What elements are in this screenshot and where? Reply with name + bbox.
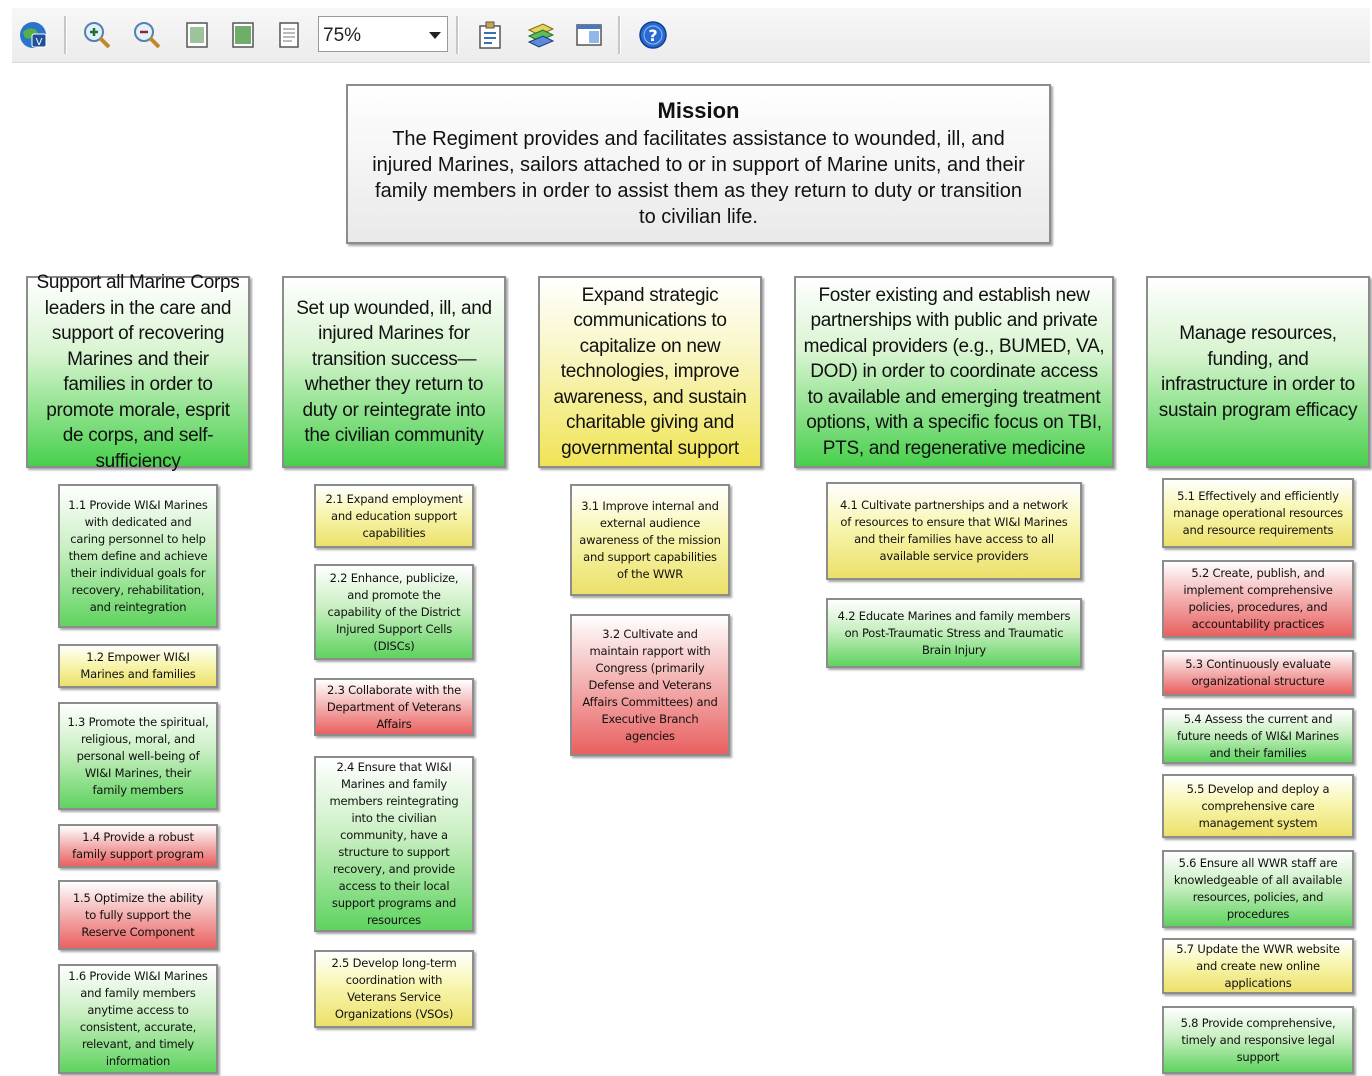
task-text: 1.3 Promote the spiritual, religious, mo… [67,714,209,797]
goal-box: Support all Marine Corps leaders in the … [26,272,250,472]
task-text: 2.1 Expand employment and education supp… [325,491,463,540]
goal-text: Support all Marine Corps leaders in the … [36,272,240,472]
task-box: 2.3 Collaborate with the Department of V… [314,678,474,736]
toolbar-separator [456,16,459,54]
zoom-value: 75% [323,25,362,46]
task-text: 3.2 Cultivate and maintain rapport with … [582,626,718,743]
task-text: 1.4 Provide a robust family support prog… [72,830,204,861]
fit-width-icon[interactable] [228,20,258,50]
task-text: 2.4 Ensure that WI&I Marines and family … [329,760,459,927]
task-box: 5.6 Ensure all WWR staff are knowledgeab… [1162,850,1354,928]
goal-text: Expand strategic communications to capit… [553,284,747,459]
task-box: 2.2 Enhance, publicize, and promote the … [314,564,474,660]
task-box: 5.3 Continuously evaluate organizational… [1162,650,1354,696]
task-box: 5.4 Assess the current and future needs … [1162,708,1354,764]
goal-text: Set up wounded, ill, and injured Marines… [296,297,492,447]
actual-size-icon[interactable] [274,20,304,50]
mission-box: Mission The Regiment provides and facili… [346,84,1051,244]
task-text: 3.1 Improve internal and external audien… [579,498,721,581]
pan-zoom-window-icon[interactable] [574,20,604,50]
task-box: 5.1 Effectively and efficiently manage o… [1162,478,1354,548]
task-text: 5.6 Ensure all WWR staff are knowledgeab… [1173,856,1343,921]
toolbar-separator [64,16,67,54]
zoom-out-icon[interactable] [132,20,162,50]
svg-text:?: ? [648,26,657,45]
layers-icon[interactable] [526,20,556,50]
zoom-select[interactable]: 75% [318,16,448,52]
goal-text: Foster existing and establish new partne… [803,284,1105,459]
task-box: 1.4 Provide a robust family support prog… [58,824,218,868]
task-text: 2.2 Enhance, publicize, and promote the … [327,570,461,653]
task-text: 5.3 Continuously evaluate organizational… [1185,657,1331,688]
goal-box: Foster existing and establish new partne… [794,276,1114,468]
task-box: 1.1 Provide WI&I Marines with dedicated … [58,484,218,628]
task-text: 1.1 Provide WI&I Marines with dedicated … [68,497,208,614]
task-text: 1.2 Empower WI&I Marines and families [80,650,196,681]
task-text: 2.5 Develop long-term coordination with … [331,956,457,1021]
goal-text: Manage resources, funding, and infrastru… [1158,323,1358,421]
help-icon[interactable]: ? [638,20,668,50]
task-box: 5.2 Create, publish, and implement compr… [1162,560,1354,638]
task-box: 1.3 Promote the spiritual, religious, mo… [58,702,218,810]
task-box: 5.8 Provide comprehensive, timely and re… [1162,1006,1354,1074]
goal-box: Expand strategic communications to capit… [538,276,762,468]
task-box: 2.4 Ensure that WI&I Marines and family … [314,756,474,932]
task-box: 3.1 Improve internal and external audien… [570,484,730,596]
chevron-down-icon[interactable] [429,32,441,39]
task-box: 4.2 Educate Marines and family members o… [826,598,1082,668]
task-text: 5.7 Update the WWR website and create ne… [1176,941,1340,990]
task-text: 5.1 Effectively and efficiently manage o… [1173,488,1343,537]
zoom-in-icon[interactable] [82,20,112,50]
fit-page-icon[interactable] [182,20,212,50]
goal-box: Set up wounded, ill, and injured Marines… [282,276,506,468]
task-box: 4.1 Cultivate partnerships and a network… [826,482,1082,580]
task-box: 3.2 Cultivate and maintain rapport with … [570,614,730,756]
properties-icon[interactable] [476,20,506,50]
task-text: 1.6 Provide WI&I Marines and family memb… [68,969,208,1068]
task-text: 4.1 Cultivate partnerships and a network… [839,498,1069,563]
task-text: 5.5 Develop and deploy a comprehensive c… [1186,781,1330,830]
goal-box: Manage resources, funding, and infrastru… [1146,276,1370,468]
task-box: 5.5 Develop and deploy a comprehensive c… [1162,774,1354,838]
task-box: 1.6 Provide WI&I Marines and family memb… [58,964,218,1074]
task-box: 1.2 Empower WI&I Marines and families [58,644,218,688]
task-text: 5.8 Provide comprehensive, timely and re… [1180,1015,1336,1064]
task-box: 5.7 Update the WWR website and create ne… [1162,938,1354,994]
task-text: 5.2 Create, publish, and implement compr… [1183,566,1333,631]
toolbar-separator [618,16,621,54]
viewer-toolbar: V 75% ? [12,8,1370,63]
mission-text: The Regiment provides and facilitates as… [372,128,1025,228]
visio-globe-icon[interactable]: V [18,20,48,50]
task-text: 5.4 Assess the current and future needs … [1177,711,1339,760]
svg-text:V: V [36,37,43,48]
task-text: 2.3 Collaborate with the Department of V… [326,682,462,731]
task-box: 2.5 Develop long-term coordination with … [314,950,474,1028]
task-text: 1.5 Optimize the ability to fully suppor… [72,890,204,939]
mission-title: Mission [657,98,740,123]
task-box: 1.5 Optimize the ability to fully suppor… [58,880,218,950]
task-text: 4.2 Educate Marines and family members o… [837,608,1071,657]
task-box: 2.1 Expand employment and education supp… [314,484,474,548]
